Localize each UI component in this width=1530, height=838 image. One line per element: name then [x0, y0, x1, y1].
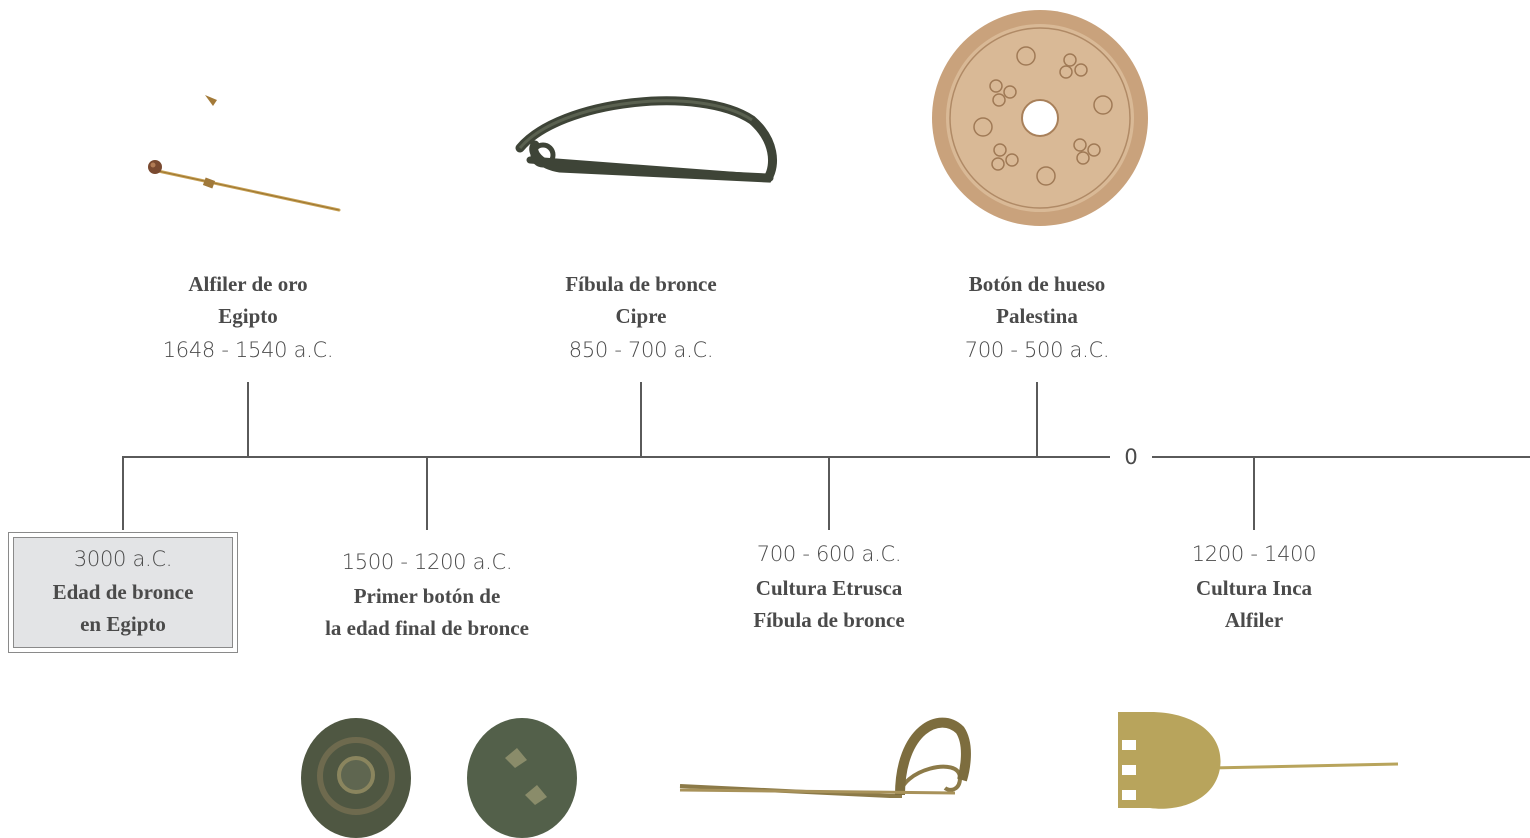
tick-above-1 [247, 382, 249, 457]
inca-pin-image [1118, 712, 1398, 809]
event-date: 1500 - 1200 a.C. [277, 544, 577, 580]
tick-below-3 [1253, 456, 1255, 530]
origin-box-inner: 3000 a.C. Edad de bronce en Egipto [13, 537, 233, 648]
event-date: 700 - 600 a.C. [679, 536, 979, 572]
event-title: Fíbula de bronce [491, 268, 791, 300]
timeline-axis-left [122, 456, 1110, 458]
event-subtitle: la edad final de bronce [277, 612, 577, 644]
event-etruscan: 700 - 600 a.C. Cultura Etrusca Fíbula de… [679, 536, 979, 636]
event-date: 1648 - 1540 a.C. [98, 332, 398, 368]
event-date: 850 - 700 a.C. [491, 332, 791, 368]
event-inca: 1200 - 1400 Cultura Inca Alfiler [1104, 536, 1404, 636]
origin-date: 3000 a.C. [14, 542, 232, 576]
bone-button-image [932, 10, 1148, 226]
event-title: Cultura Inca [1104, 572, 1404, 604]
event-title: Primer botón de [277, 580, 577, 612]
event-date: 700 - 500 a.C. [887, 332, 1187, 368]
tick-above-2 [640, 382, 642, 457]
bronze-fibula-image [520, 101, 773, 178]
zero-marker: 0 [1114, 442, 1148, 472]
tick-below-2 [828, 456, 830, 530]
event-subtitle: Fíbula de bronce [679, 604, 979, 636]
origin-box: 3000 a.C. Edad de bronce en Egipto [8, 532, 238, 653]
origin-title-line2: en Egipto [14, 608, 232, 640]
event-origin: Palestina [887, 300, 1187, 332]
event-title: Cultura Etrusca [679, 572, 979, 604]
event-subtitle: Alfiler [1104, 604, 1404, 636]
event-title: Alfiler de oro [98, 268, 398, 300]
event-title: Botón de hueso [887, 268, 1187, 300]
event-origin: Egipto [98, 300, 398, 332]
event-bronze-fibula: Fíbula de bronce Cipre 850 - 700 a.C. [491, 268, 791, 368]
tick-above-3 [1036, 382, 1038, 457]
tick-below-1 [426, 456, 428, 530]
timeline-axis-right [1152, 456, 1530, 458]
origin-tick [122, 456, 124, 530]
event-first-button: 1500 - 1200 a.C. Primer botón de la edad… [277, 544, 577, 644]
event-bone-button: Botón de hueso Palestina 700 - 500 a.C. [887, 268, 1187, 368]
origin-title-line1: Edad de bronce [14, 576, 232, 608]
event-date: 1200 - 1400 [1104, 536, 1404, 572]
etruscan-fibula-image [680, 723, 966, 796]
event-origin: Cipre [491, 300, 791, 332]
event-gold-pin: Alfiler de oro Egipto 1648 - 1540 a.C. [98, 268, 398, 368]
bronze-buttons-image [301, 718, 577, 838]
